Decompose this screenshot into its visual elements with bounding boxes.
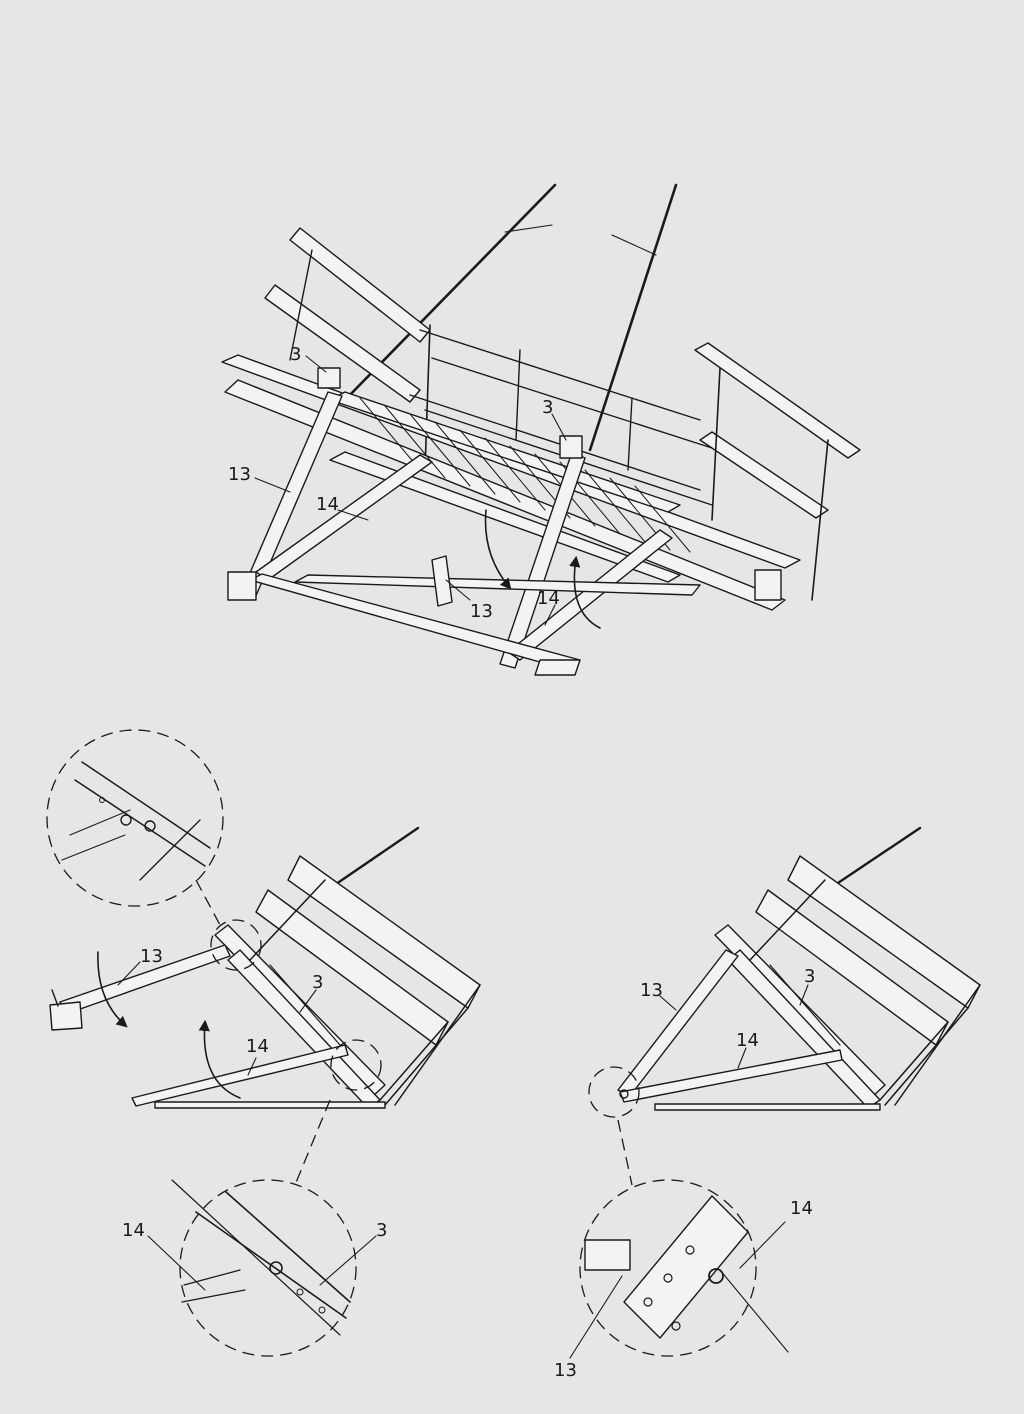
callout-13-top-left: 13 [228,464,251,485]
leg-14-section [623,1195,749,1339]
callout-13-top-middle: 13 [470,601,493,622]
top-assembly-view: 3 3 13 14 13 14 [221,183,861,676]
callout-3-top-right: 3 [542,397,553,418]
leg-13-folded [431,555,453,607]
detail-focus-top-left [210,919,262,971]
callout-14-detail-right: 14 [790,1198,813,1219]
callout-13-bottom-left: 13 [140,946,163,967]
bottom-left-view: 13 3 14 [46,729,481,1109]
lifting-cable-right [588,183,678,452]
platform-inner-rail [329,391,681,513]
detail-circle-top-left [46,729,224,907]
detail-focus [588,1066,640,1118]
fold-arrow-up [569,555,601,629]
callout-14-detail-left: 14 [122,1220,145,1241]
foot-bracket-left [227,571,257,601]
leg-14 [131,1044,349,1107]
foot-bracket-right [754,569,782,601]
deck-slats [359,397,691,553]
callout-13-detail-right: 13 [554,1360,577,1381]
base-bar [154,1101,386,1109]
detail-circle [579,1179,757,1357]
back-board-lower-left [264,284,421,403]
leg-13-foot [49,1001,83,1031]
rotate-arrow-14 [198,1019,241,1099]
callout-3-detail-left: 3 [376,1220,387,1241]
detail-focus [330,1039,382,1091]
rotate-arrow-13 [97,951,128,1028]
leg-13-section [584,1239,631,1271]
fold-arrow-down [484,509,512,590]
back-board-upper-right [694,342,861,459]
callout-14-bottom-right: 14 [736,1030,759,1051]
back-board-lower-right [699,431,829,519]
callout-14-top-right: 14 [537,588,560,609]
base-foot-plate [534,659,581,676]
callout-3-bottom-right: 3 [804,966,815,987]
detail-circle [179,1179,357,1357]
bottom-right-view: 13 3 14 [617,826,981,1111]
brace-right [507,529,673,661]
base-bar [654,1103,881,1111]
callout-13-bottom-right: 13 [640,980,663,1001]
callout-14-top-left: 14 [316,494,339,515]
bottom-left-detail: 14 3 [122,1039,387,1357]
leg-14 [619,1049,843,1103]
callout-14-bottom-left: 14 [246,1036,269,1057]
callout-3-top-left: 3 [290,344,301,365]
bracket-3-right [559,435,583,459]
bracket-3-left [317,367,341,389]
base-bar-rear [294,574,701,596]
bottom-right-detail: 14 13 [554,1066,813,1381]
lock-pin-icon [708,1268,724,1284]
callout-3-bottom-left: 3 [312,972,323,993]
